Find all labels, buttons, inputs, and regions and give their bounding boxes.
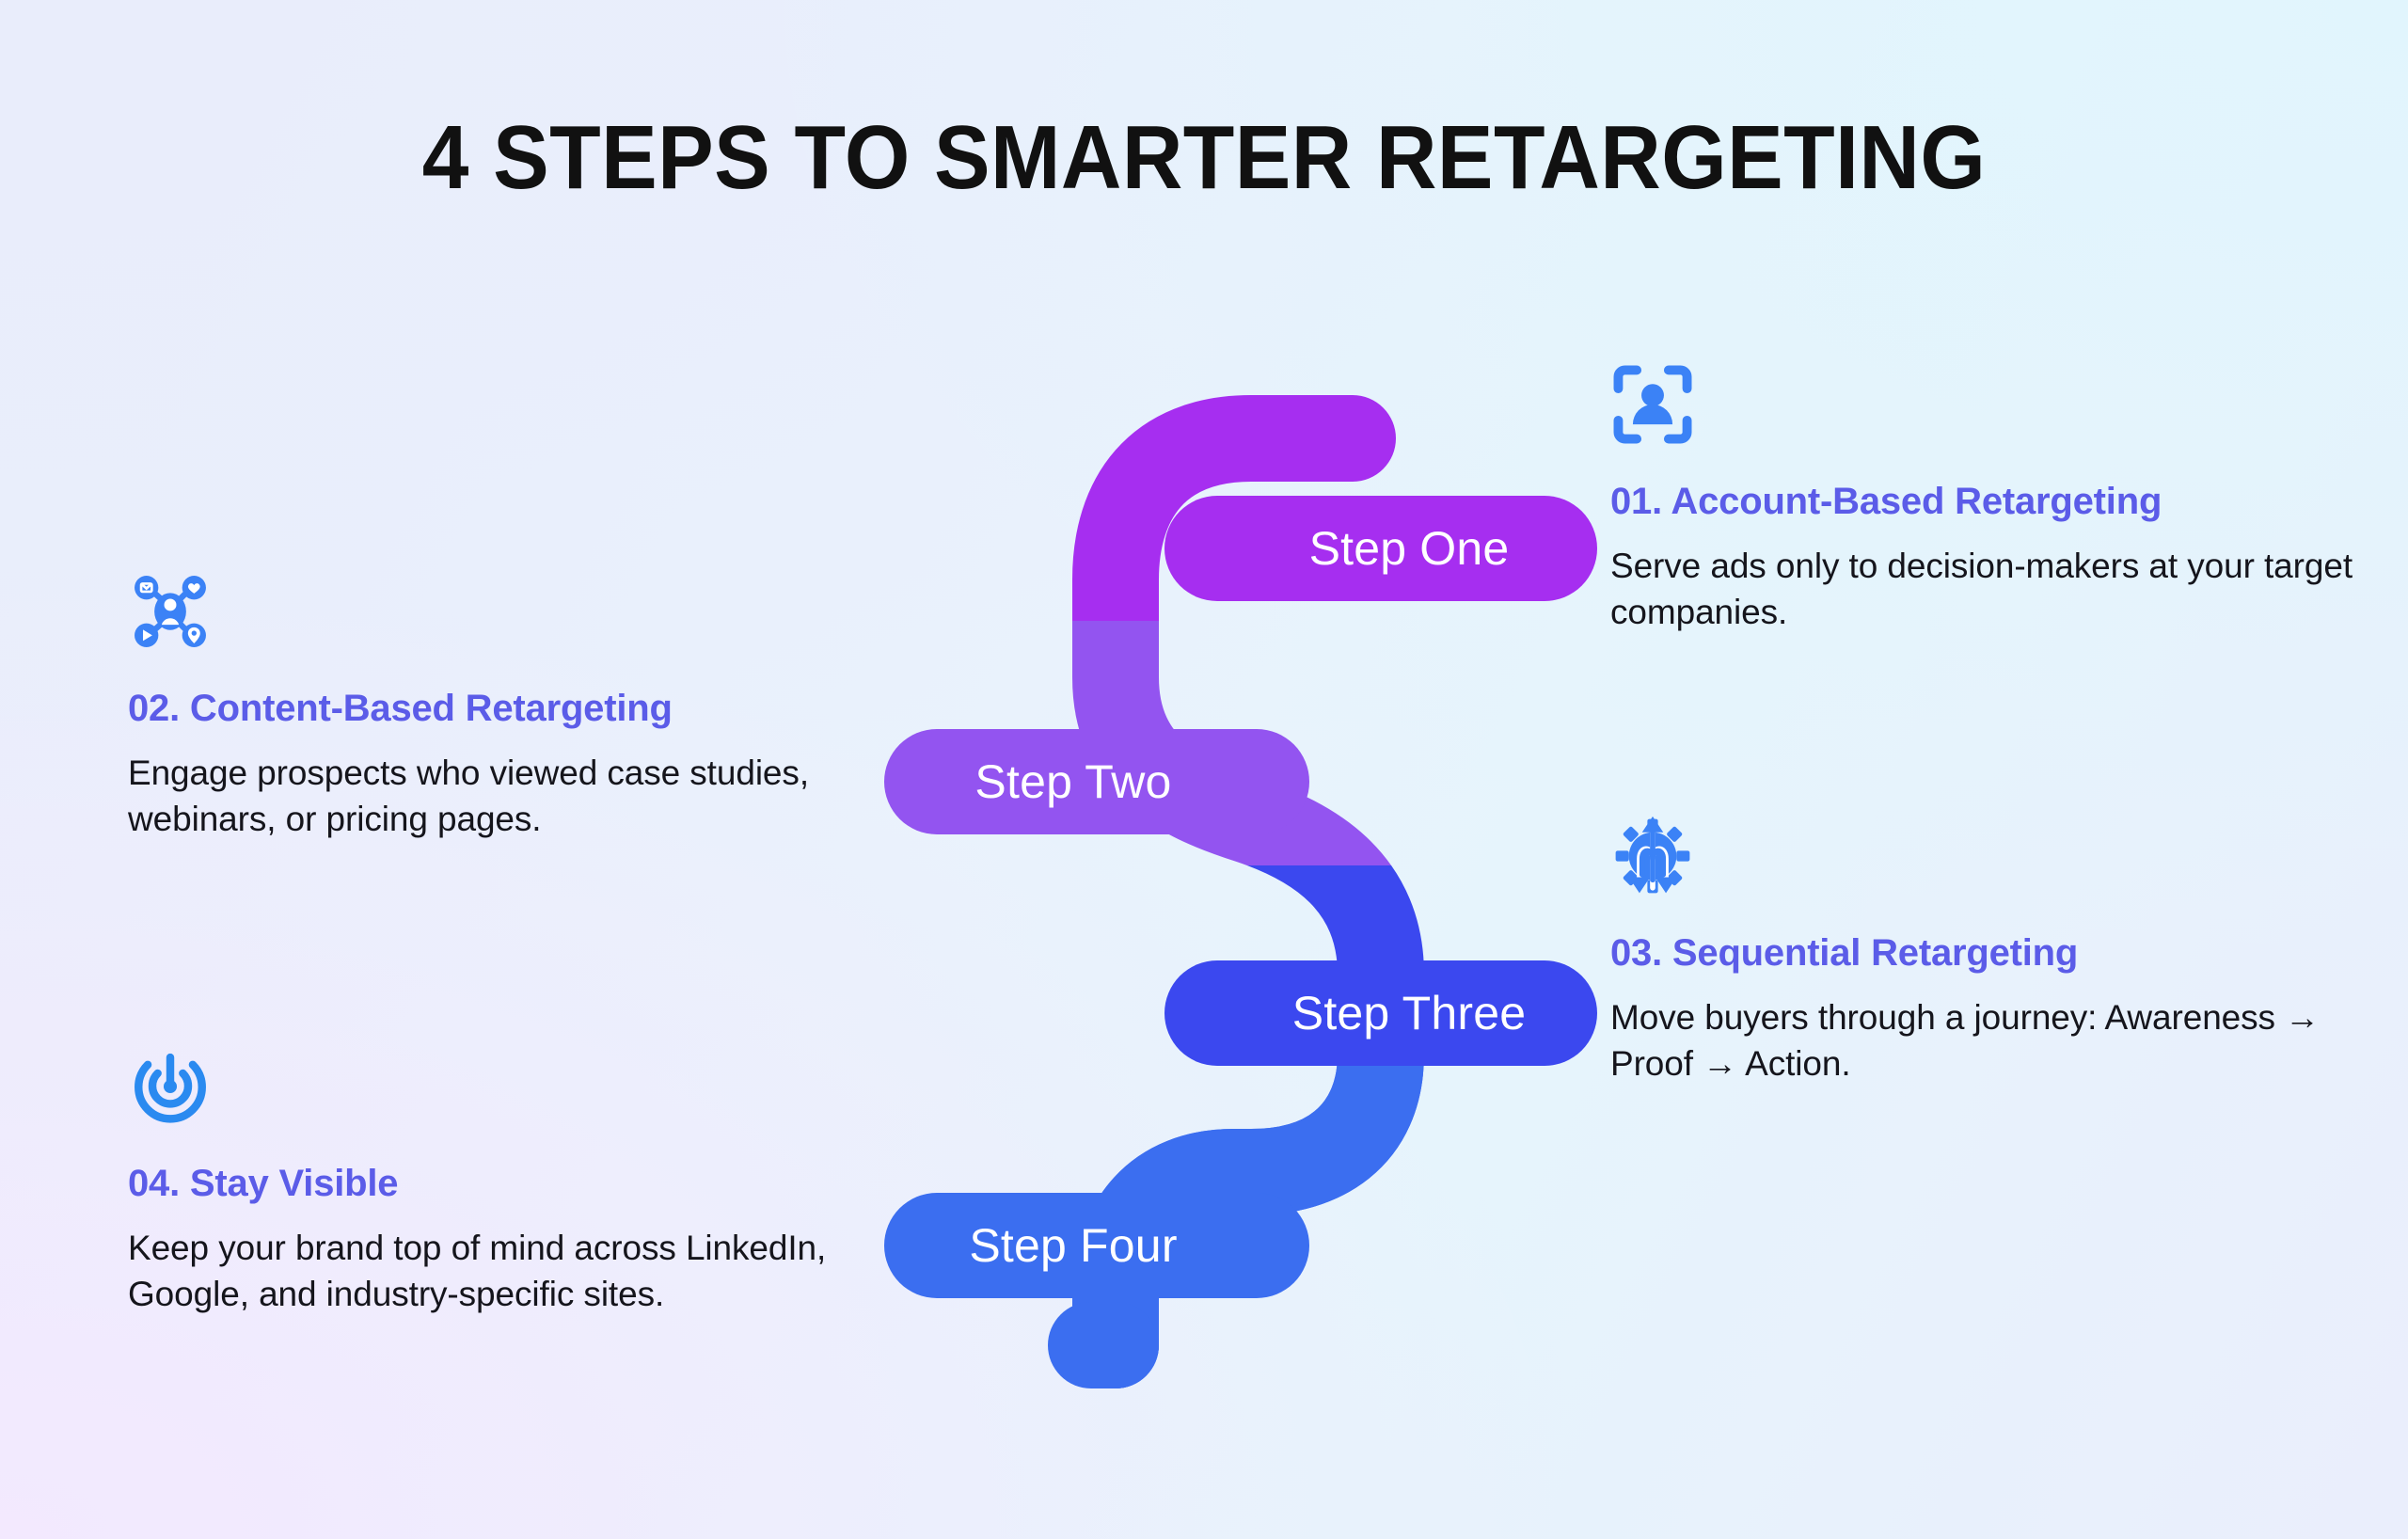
info-block-04-heading: 04. Stay Visible [128,1163,399,1204]
step-pill-two-label: Step Two [974,755,1172,808]
info-block-03-body: Move buyers through a journey: Awareness… [1610,998,2321,1083]
info-block-03: 03. Sequential Retargeting Move buyers t… [1610,814,2353,1087]
info-block-01: 01. Account-Based Retargeting Serve ads … [1610,362,2353,636]
persona-network-icon [128,569,871,658]
info-block-03-heading: 03. Sequential Retargeting [1610,932,2079,974]
page-title: 4 STEPS TO SMARTER RETARGETING [421,107,1987,208]
person-scan-frame-icon [1610,362,2353,452]
step-pill-three-label: Step Three [1291,987,1527,1039]
info-block-04: 04. Stay Visible Keep your brand top of … [128,1044,843,1318]
gear-branching-arrows-icon [1610,814,2353,903]
info-block-02: 02. Content-Based Retargeting Engage pro… [128,569,871,843]
step-pill-four-label: Step Four [969,1219,1178,1272]
step-pill-four[interactable]: Step Four [884,1193,1309,1298]
step-pill-one-label: Step One [1308,522,1510,575]
info-block-01-body: Serve ads only to decision-makers at you… [1610,547,2353,631]
step-pill-one[interactable]: Step One [1164,496,1597,601]
info-block-01-heading: 01. Account-Based Retargeting [1610,481,2162,522]
step-pill-three[interactable]: Step Three [1164,960,1597,1066]
info-block-02-heading: 02. Content-Based Retargeting [128,688,673,729]
info-block-04-body: Keep your brand top of mind across Linke… [128,1229,827,1313]
radar-signal-icon [128,1044,843,1134]
info-block-02-body: Engage prospects who viewed case studies… [128,754,809,838]
step-pill-two[interactable]: Step Two [884,729,1309,834]
